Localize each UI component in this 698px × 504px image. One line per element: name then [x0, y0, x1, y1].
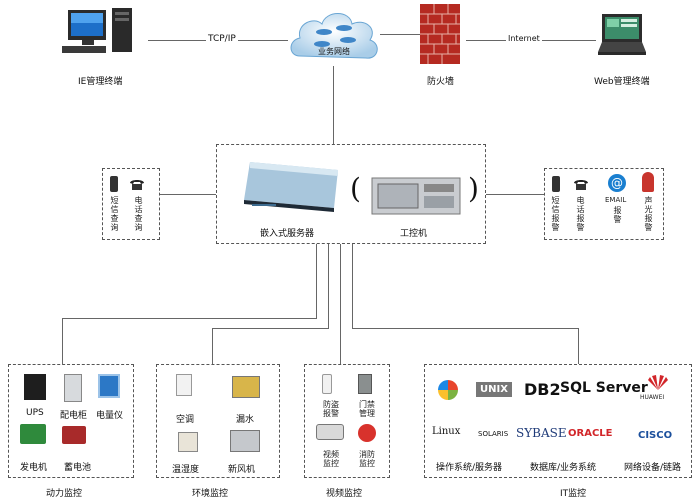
siren-light-icon [642, 172, 654, 192]
env-drop [212, 328, 213, 364]
unix-logo: UNIX [476, 382, 512, 397]
email-alarm-label: 报警 [613, 206, 622, 224]
huawei-label: HUAWEI [640, 394, 665, 401]
sqlserver-logo: SQL Server [560, 380, 648, 396]
linux-logo: Linux [432, 426, 461, 437]
light-alarm-label: 声光报警 [644, 196, 653, 232]
camera-icon [316, 424, 344, 440]
left-phone-query-label: 电话查询 [134, 196, 143, 232]
right-notify-link [486, 194, 544, 195]
fan-label: 新风机 [228, 465, 256, 475]
it-monitor-title: IT监控 [560, 489, 587, 499]
leak-label: 漏水 [236, 415, 255, 425]
video-monitor-box [304, 364, 390, 478]
db2-logo: DB2 [524, 380, 561, 399]
sybase-logo: SYBASE [516, 426, 567, 440]
mobile-phone-icon [110, 176, 118, 192]
env-monitor-title: 环境监控 [192, 489, 229, 499]
center-server-box [216, 144, 486, 244]
power-drop [62, 318, 63, 364]
it-drop [578, 328, 579, 364]
cloud-center-link [333, 66, 334, 144]
left-sms-query-label: 短信查询 [110, 196, 119, 232]
ie-terminal-label: IE管理终端 [78, 77, 123, 87]
bus-h-right [352, 328, 578, 329]
intrusion-sensor-icon [322, 374, 332, 394]
db-system-label: 数据库/业务系统 [530, 463, 597, 473]
alarm-telephone-icon [572, 176, 590, 190]
left-notify-link [160, 194, 216, 195]
firewall-label: 防火墙 [427, 77, 455, 87]
cloud-label: 业务网络 [318, 47, 350, 56]
email-icon: @ [608, 174, 626, 192]
network-link-label: 网络设备/链路 [624, 463, 682, 473]
battery-label: 蓄电池 [64, 463, 92, 473]
ups-icon [24, 374, 46, 400]
battery-icon [62, 426, 86, 444]
business-network-cloud-icon [286, 4, 382, 68]
web-terminal-label: Web管理终端 [594, 77, 650, 87]
ac-label: 空调 [176, 415, 195, 425]
fire-monitor-label: 消防监控 [359, 450, 375, 468]
paren-close: ) [468, 172, 479, 205]
left-notify-box [102, 168, 160, 240]
web-terminal-laptop-icon [598, 12, 646, 58]
right-phone-alarm-label: 电话报警 [576, 196, 585, 232]
power-monitor-box [8, 364, 134, 478]
fresh-air-unit-icon [230, 430, 260, 452]
generator-label: 发电机 [20, 463, 48, 473]
right-sms-alarm-label: 短信报警 [551, 196, 560, 232]
embedded-server-icon [242, 160, 342, 214]
ie-terminal-computer-icon [60, 6, 145, 56]
os-server-label: 操作系统/服务器 [436, 463, 503, 473]
door-access-icon [358, 374, 372, 394]
env-h [212, 328, 329, 329]
cabinet-label: 配电柜 [60, 411, 88, 421]
generator-icon [20, 424, 46, 444]
bus-line-3 [340, 244, 341, 364]
meter-label: 电量仪 [96, 411, 124, 421]
door-access-label: 门禁管理 [359, 400, 375, 418]
cisco-logo: CISCO [638, 430, 673, 441]
industrial-pc-label: 工控机 [400, 229, 428, 239]
tcpip-label: TCP/IP [206, 34, 238, 44]
env-monitor-box [156, 364, 280, 478]
temp-label: 温湿度 [172, 465, 200, 475]
bus-h-left [62, 318, 317, 319]
ups-label: UPS [26, 408, 44, 418]
windows-logo-icon [438, 380, 458, 400]
huawei-logo-icon [646, 374, 670, 392]
alarm-mobile-icon [552, 176, 560, 192]
firewall-icon [418, 2, 462, 66]
internet-label: Internet [506, 34, 542, 43]
fire-alarm-icon [358, 424, 376, 442]
cloud-firewall-link [380, 34, 420, 35]
embedded-server-label: 嵌入式服务器 [260, 229, 315, 239]
bus-line-4 [352, 244, 353, 328]
meter-icon [98, 374, 120, 398]
temp-humidity-sensor-icon [178, 432, 198, 452]
industrial-pc-icon [370, 176, 462, 216]
oracle-logo: ORACLE [568, 428, 613, 439]
paren-open: ( [350, 172, 361, 205]
water-leak-sensor-icon [232, 376, 260, 398]
telephone-icon [128, 176, 146, 190]
cabinet-icon [64, 374, 82, 402]
it-monitor-box [424, 364, 692, 478]
solaris-logo: SOLARIS [478, 430, 509, 438]
bus-line-1 [316, 244, 317, 318]
bus-line-2 [328, 244, 329, 328]
email-text-label: EMAIL [605, 196, 627, 204]
right-notify-box [544, 168, 664, 240]
video-monitor-label: 视频监控 [323, 450, 339, 468]
intrusion-alarm-label: 防盗报警 [323, 400, 339, 418]
video-monitor-title: 视频监控 [326, 489, 363, 499]
ac-controller-icon [176, 374, 192, 396]
power-monitor-title: 动力监控 [46, 489, 83, 499]
